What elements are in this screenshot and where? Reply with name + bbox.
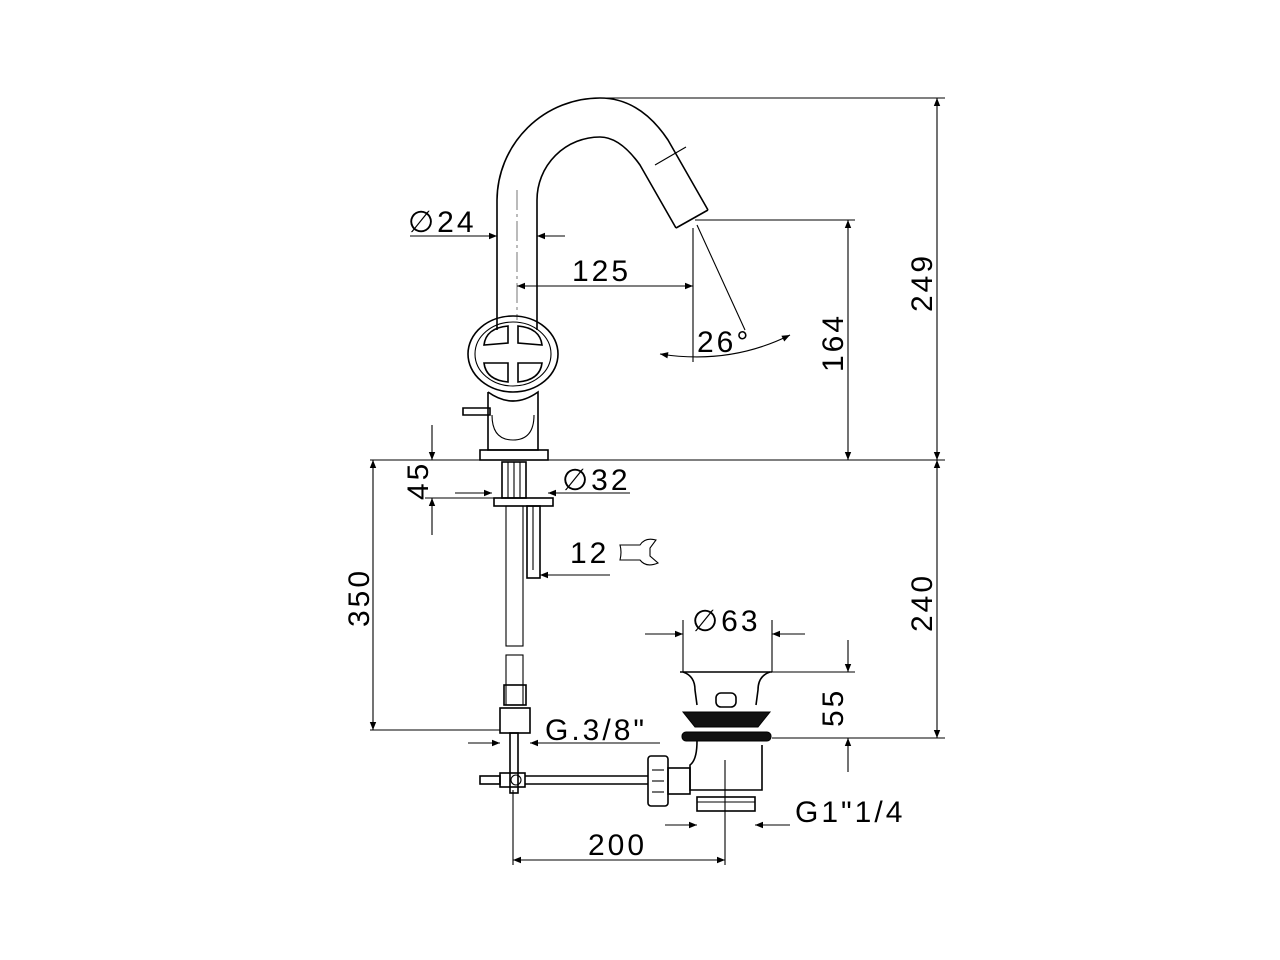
label-wrench-size: 12 <box>570 537 609 570</box>
label-hole-diameter: ∅32 <box>562 464 631 497</box>
label-hose-length: 350 <box>343 568 376 627</box>
label-total-height: 249 <box>906 253 939 312</box>
faucet-spout <box>496 97 709 330</box>
dimension-lines <box>369 98 941 864</box>
label-spout-diameter: ∅24 <box>408 206 477 239</box>
faucet-body <box>462 390 549 461</box>
flexible-hose <box>499 505 531 794</box>
label-waste-diameter: ∅63 <box>692 605 761 638</box>
label-spout-height: 164 <box>817 313 850 372</box>
waste-drain <box>647 671 772 812</box>
label-spout-reach: 125 <box>572 255 631 288</box>
reference-lines <box>370 97 945 865</box>
dimension-labels: ∅24 125 26° 164 249 45 ∅32 12 350 240 ∅6… <box>343 206 939 862</box>
wrench-icon <box>619 538 660 566</box>
pop-up-rod <box>479 772 648 788</box>
label-spout-angle: 26° <box>697 326 751 359</box>
label-waste-depth: 240 <box>906 573 939 632</box>
label-waste-height: 55 <box>817 688 850 727</box>
label-waste-thread: G1"1/4 <box>795 796 905 829</box>
label-rod-length: 200 <box>588 829 647 862</box>
label-mounting-thickness: 45 <box>402 461 435 500</box>
wheel-handle <box>467 315 559 393</box>
label-hose-thread: G.3/8" <box>545 714 647 747</box>
